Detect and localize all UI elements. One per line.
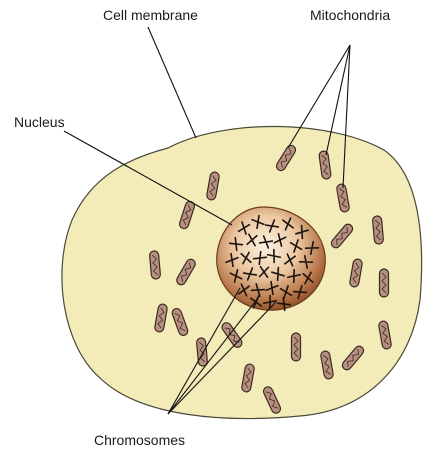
cell-membrane-label: Cell membrane — [103, 7, 198, 23]
mitochondrion — [149, 251, 160, 280]
mitochondria-label: Mitochondria — [310, 7, 390, 23]
membrane-leader-line — [148, 27, 196, 138]
mitochondrion — [380, 269, 389, 297]
mitochondrion — [372, 216, 383, 245]
nucleus-label: Nucleus — [14, 114, 65, 130]
mitochondrion — [292, 333, 301, 361]
chromosomes-label: Chromosomes — [94, 432, 185, 448]
